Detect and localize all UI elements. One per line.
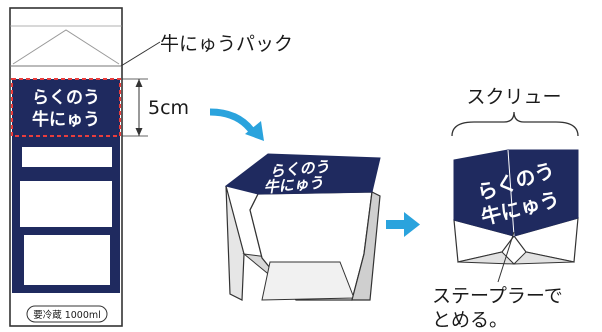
staple-leader xyxy=(497,231,515,283)
carton-white-panel-1 xyxy=(22,147,112,167)
carton-logo-line2: 牛にゅう xyxy=(32,109,100,130)
carton-white-panel-2 xyxy=(20,181,112,227)
cut-piece-navy-face xyxy=(224,153,381,195)
carton-bottom-badge xyxy=(26,305,108,323)
carton-name-leader xyxy=(120,41,161,67)
dimension-marker xyxy=(122,78,148,137)
screw-brace xyxy=(451,111,579,137)
stapler-line2: とめる。 xyxy=(432,309,508,331)
dimension-label: 5cm xyxy=(148,97,189,119)
cut-piece-logo-line1: らくのう xyxy=(269,157,330,180)
carton-top-fold xyxy=(12,29,120,65)
screw-piece: らくのう 牛にゅう xyxy=(453,149,579,265)
cut-piece: らくのう 牛にゅう xyxy=(224,153,381,301)
carton-bottom-label: 要冷蔵 1000ml xyxy=(33,309,101,321)
curved-arrow-icon xyxy=(209,108,264,141)
stapler-line1: ステープラーで xyxy=(432,285,563,307)
screw-title: スクリュー xyxy=(466,86,561,108)
carton-name-label: 牛にゅうパック xyxy=(160,33,293,55)
cut-region-dashed-box xyxy=(11,78,121,137)
cut-piece-logo-line2: 牛にゅう xyxy=(263,173,324,196)
milk-carton: らくのう 牛にゅう 要冷蔵 1000ml xyxy=(9,7,123,327)
carton-logo-line1: らくのう xyxy=(32,88,100,108)
right-arrow-icon xyxy=(386,212,420,237)
carton-white-panel-3 xyxy=(24,235,110,285)
